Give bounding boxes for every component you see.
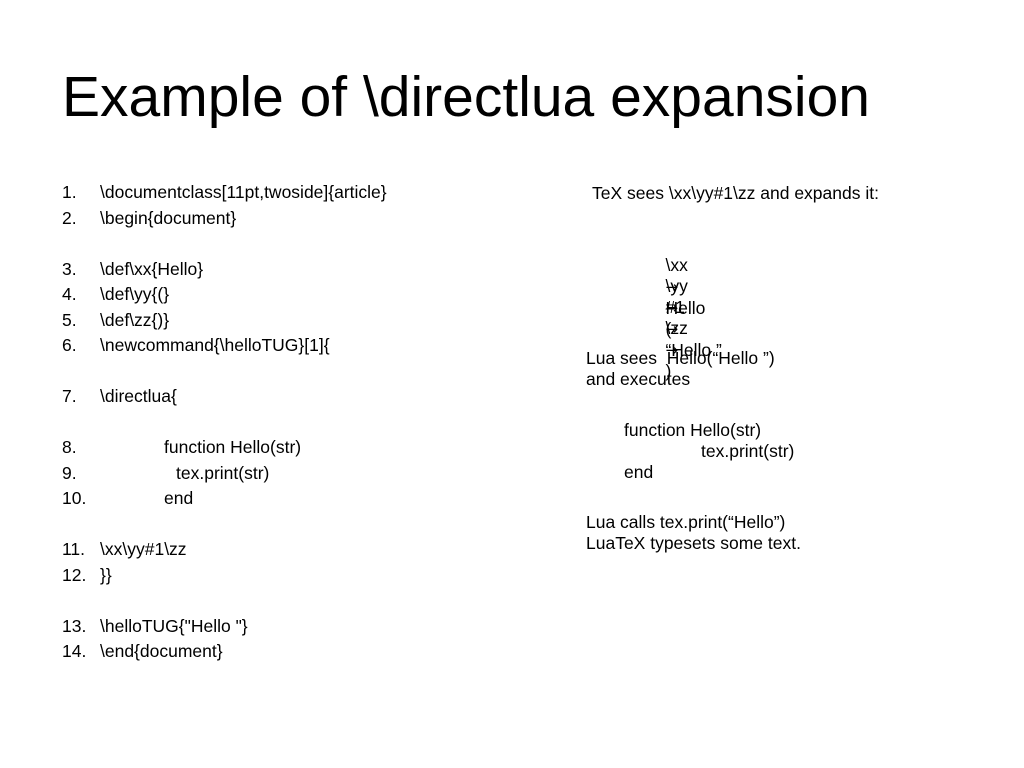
code-line-10: 10. end — [62, 486, 542, 512]
code-line-4: 4. \def\yy{(} — [62, 282, 542, 308]
expansion-row: \xx → Hello — [646, 234, 705, 340]
expansion-to: Hello — [665, 298, 706, 318]
code-line-6: 6. \newcommand{\helloTUG}[1]{ — [62, 333, 542, 359]
arrow-right-icon: → — [665, 341, 679, 359]
line-number: 13. — [62, 615, 87, 636]
line-number: 1. — [62, 182, 77, 202]
expansion-from: \xx — [665, 255, 688, 275]
line-number: 5. — [62, 309, 77, 330]
arrow-right-icon: → — [665, 320, 679, 338]
line-number: 4. — [62, 284, 77, 304]
line-number: 9. — [62, 462, 77, 483]
code-line-13: 13. \helloTUG{"Hello "} — [62, 614, 542, 640]
tex-sees-text: TeX sees \xx\yy#1\zz and expands it: — [592, 183, 879, 203]
code-text: \newcommand{\helloTUG}[1]{ — [100, 335, 330, 355]
expansion-to: ) — [665, 361, 672, 381]
line-number: 8. — [62, 437, 77, 457]
arrow-right-icon: → — [665, 278, 679, 296]
code-line-3: 3. \def\xx{Hello} — [62, 257, 542, 283]
code-line-5: 5. \def\zz{)} — [62, 308, 542, 334]
code-listing: 1. \documentclass[11pt,twoside]{article}… — [62, 180, 542, 665]
line-number: 14. — [62, 641, 87, 661]
line-number: 2. — [62, 207, 77, 228]
function-line: function Hello(str) — [624, 420, 762, 440]
code-line-14: 14. \end{document} — [62, 639, 542, 665]
function-body-line: tex.print(str) — [701, 441, 795, 461]
slide-title: Example of \directlua expansion — [62, 65, 870, 129]
expansion-from: #1 — [665, 297, 685, 317]
line-number: 10. — [62, 488, 87, 508]
code-line-2: 2. \begin{document} — [62, 206, 542, 232]
line-number: 7. — [62, 386, 77, 406]
function-end-line: end — [624, 462, 654, 482]
code-line-8: 8. function Hello(str) — [62, 435, 542, 461]
lua-sees-text: Lua sees Hello(“Hello ”) — [586, 348, 775, 368]
arrow-right-icon: → — [665, 299, 679, 317]
code-line-1: 1. \documentclass[11pt,twoside]{article} — [62, 180, 542, 206]
code-line-7: 7. \directlua{ — [62, 384, 542, 410]
and-executes-text: and executes — [586, 369, 691, 389]
code-text: \begin{document} — [100, 207, 237, 228]
line-number: 3. — [62, 258, 77, 279]
expansion-row: \zz → ) — [646, 297, 688, 403]
code-text: \helloTUG{"Hello "} — [100, 615, 248, 636]
expansion-to: “Hello ” — [665, 340, 722, 360]
code-text: tex.print(str) — [176, 462, 270, 483]
code-text: end — [164, 488, 194, 508]
expansion-from: \yy — [665, 276, 688, 296]
expansion-from: \zz — [665, 318, 688, 338]
code-text: \directlua{ — [100, 386, 177, 406]
code-text: \def\xx{Hello} — [100, 258, 204, 279]
code-text: \xx\yy#1\zz — [100, 539, 187, 559]
expansion-row: \yy → ( — [646, 255, 688, 361]
luatex-typesets-text: LuaTeX typesets some text. — [586, 533, 801, 553]
code-text: \documentclass[11pt,twoside]{article} — [100, 182, 387, 202]
code-text: function Hello(str) — [164, 437, 302, 457]
line-number: 11. — [62, 539, 86, 559]
code-text: \end{document} — [100, 641, 223, 661]
line-number: 6. — [62, 335, 77, 355]
code-line-12: 12. }} — [62, 563, 542, 589]
expansion-to: ( — [665, 319, 672, 339]
code-text: \def\zz{)} — [100, 309, 170, 330]
code-line-11: 11. \xx\yy#1\zz — [62, 537, 542, 563]
code-line-9: 9. tex.print(str) — [62, 461, 542, 487]
code-text: \def\yy{(} — [100, 284, 170, 304]
lua-calls-text: Lua calls tex.print(“Hello”) — [586, 512, 786, 532]
code-text: }} — [100, 564, 112, 585]
expansion-row: #1 → “Hello ” — [646, 276, 722, 382]
line-number: 12. — [62, 564, 87, 585]
